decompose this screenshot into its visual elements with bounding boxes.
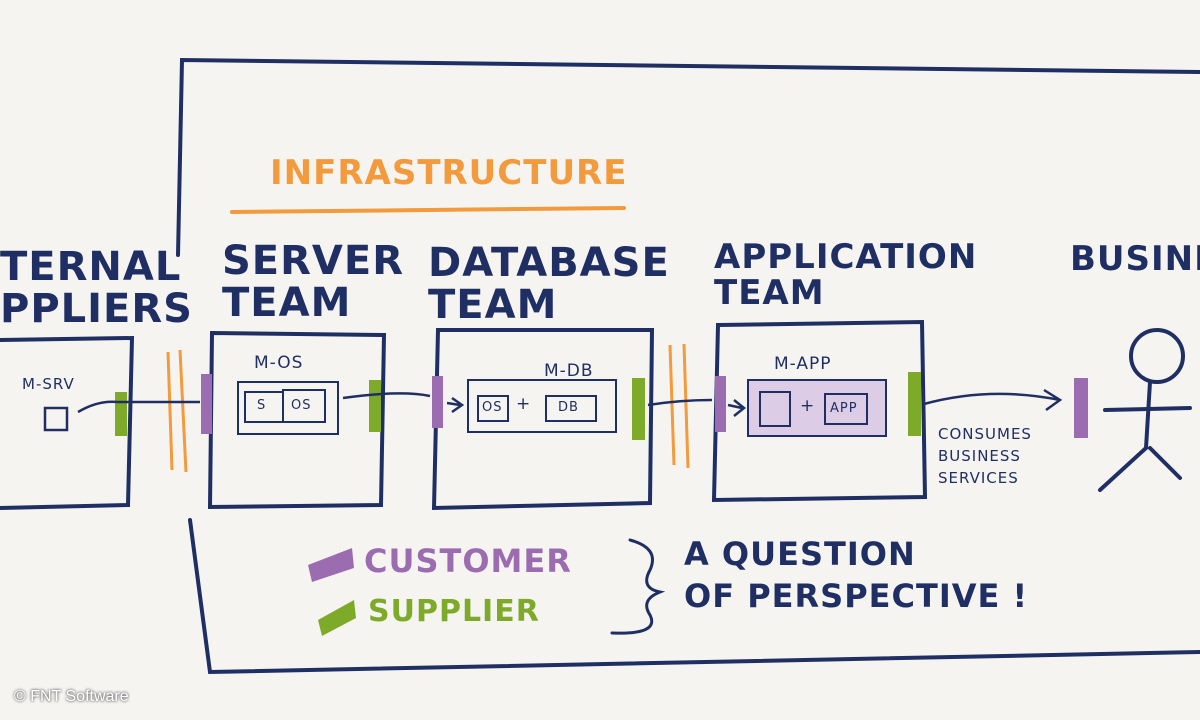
db-os-label: OS — [482, 400, 503, 415]
customer-marker-application — [715, 376, 726, 432]
customer-marker-server — [201, 374, 212, 434]
business-user-figure — [1098, 328, 1192, 492]
contract-boundary-2 — [668, 343, 690, 469]
customer-marker-business — [1074, 378, 1088, 438]
business-heading: BUSINE — [1070, 239, 1200, 279]
app-left-box — [759, 391, 791, 427]
supplier-marker-external — [115, 392, 127, 436]
supplier-marker-server — [369, 380, 381, 432]
supplier-marker-database — [632, 378, 645, 440]
database-team-heading: DATABASE TEAM — [428, 240, 670, 328]
m-db-box — [467, 379, 617, 433]
consumes-business-services: CONSUMES BUSINESS SERVICES — [938, 425, 1032, 487]
perspective-note: A QUESTION OF PERSPECTIVE ! — [684, 535, 1029, 615]
external-suppliers-heading: TERNAL PPLIERS — [0, 244, 193, 332]
infrastructure-underline — [230, 206, 626, 214]
db-box — [545, 395, 597, 422]
server-team-box — [207, 330, 387, 510]
s-label: S — [257, 398, 267, 413]
flow-arrows — [77, 388, 1063, 417]
application-team-box — [711, 319, 928, 503]
app-plus: + — [800, 396, 816, 416]
infrastructure-title: INFRASTRUCTURE — [270, 153, 628, 193]
os-box — [282, 389, 326, 423]
db-label: DB — [558, 400, 579, 415]
database-team-box — [431, 328, 655, 511]
m-os-box — [237, 381, 339, 435]
m-db-label: M-DB — [544, 361, 594, 381]
m-srv-square — [43, 406, 69, 432]
m-app-box — [747, 379, 887, 437]
legend-supplier: SUPPLIER — [368, 594, 540, 629]
application-team-heading: APPLICATION TEAM — [714, 237, 978, 313]
customer-marker-database — [432, 376, 443, 428]
copyright-notice: © FNT Software — [14, 688, 129, 705]
supplier-swatch — [318, 600, 356, 636]
customer-swatch — [308, 548, 354, 582]
infrastructure-frame — [176, 57, 1200, 675]
app-box — [824, 393, 868, 425]
contract-boundary-1 — [166, 349, 188, 473]
db-plus: + — [516, 394, 532, 414]
m-srv-label: M-SRV — [22, 375, 75, 393]
legend-customer: CUSTOMER — [364, 542, 572, 580]
m-os-label: M-OS — [254, 353, 304, 373]
external-suppliers-box — [0, 335, 135, 510]
os-label: OS — [291, 398, 312, 413]
legend-brace — [610, 538, 666, 635]
os-box-db — [477, 395, 509, 422]
m-app-label: M-APP — [774, 354, 832, 374]
supplier-marker-application — [908, 372, 921, 436]
server-team-heading: SERVER TEAM — [222, 238, 405, 326]
app-label: APP — [830, 401, 858, 416]
